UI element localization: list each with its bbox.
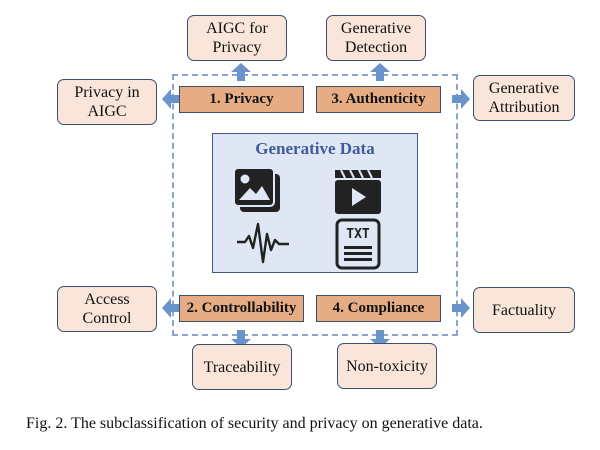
category-privacy: 1. Privacy	[179, 86, 304, 113]
arrow-left-access-control	[162, 298, 180, 318]
arrow-up-generative-detection	[370, 63, 390, 81]
leaf-line: Generative	[340, 20, 412, 37]
category-compliance: 4. Compliance	[316, 295, 441, 322]
leaf-line: Privacy	[212, 39, 262, 56]
category-label: 2. Controllability	[186, 300, 297, 316]
leaf-line: Control	[82, 310, 132, 327]
leaf-line: Factuality	[492, 301, 556, 319]
leaf-privacy-in-aigc: Privacy in AIGC	[57, 79, 157, 125]
leaf-traceability: Traceability	[192, 344, 292, 390]
text-document-icon: TXT	[335, 218, 381, 270]
leaf-line: AIGC	[87, 103, 127, 120]
category-label: 1. Privacy	[209, 91, 274, 107]
audio-waveform-icon	[237, 222, 289, 264]
figure-caption: Fig. 2. The subclassification of securit…	[26, 415, 483, 432]
category-controllability: 2. Controllability	[179, 295, 304, 322]
leaf-line: Detection	[344, 39, 408, 56]
arrow-right-generative-attribution	[452, 89, 470, 109]
arrow-up-aigc-for-privacy	[231, 63, 251, 81]
category-label: 3. Authenticity	[331, 91, 426, 107]
dashed-boundary	[172, 74, 458, 336]
arrow-down-traceability	[231, 330, 251, 348]
leaf-line: Privacy in	[74, 84, 140, 101]
leaf-line: AIGC for	[206, 20, 268, 37]
leaf-line: Generative	[488, 80, 560, 97]
arrow-right-factuality	[452, 298, 470, 318]
video-clapper-icon	[335, 169, 381, 214]
leaf-factuality: Factuality	[473, 287, 575, 333]
generative-data-box: Generative Data TXT	[212, 133, 418, 273]
leaf-line: Traceability	[203, 358, 281, 376]
txt-label: TXT	[346, 227, 370, 242]
leaf-non-toxicity: Non-toxicity	[337, 343, 437, 389]
arrow-left-privacy-in-aigc	[162, 89, 180, 109]
leaf-line: Access	[84, 291, 130, 308]
image-icon	[234, 168, 280, 212]
category-authenticity: 3. Authenticity	[316, 86, 441, 113]
leaf-line: Non-toxicity	[346, 357, 428, 375]
leaf-line: Attribution	[488, 99, 560, 116]
generative-data-title: Generative Data	[255, 139, 375, 158]
category-label: 4. Compliance	[332, 300, 425, 316]
